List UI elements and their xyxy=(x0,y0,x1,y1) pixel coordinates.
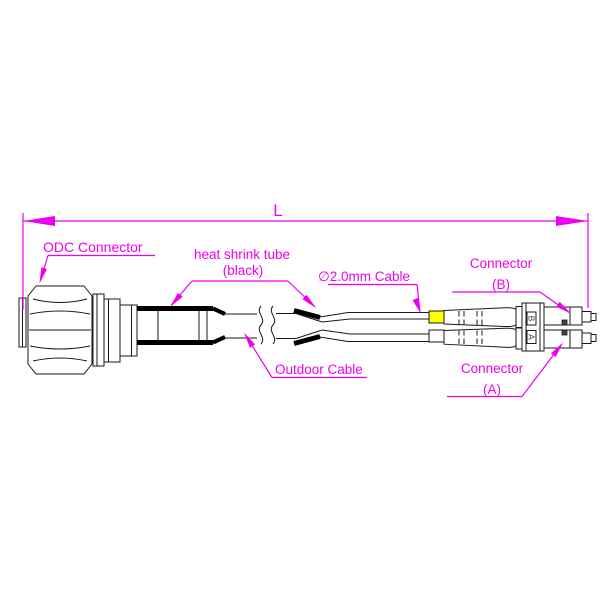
odc-knurl-line xyxy=(32,357,88,362)
yellow-boot-segment xyxy=(428,310,445,324)
label-cable-2mm: ∅2.0mm Cable xyxy=(318,269,410,284)
heat-shrink-top-bar xyxy=(137,306,213,311)
heat-shrink-tube-drawing xyxy=(137,306,226,345)
label-heat-shrink-line1: heat shrink tube xyxy=(194,247,290,262)
fiber-cables-drawing xyxy=(319,310,445,343)
boot-bottom-drawing xyxy=(443,327,523,350)
odc-step1 xyxy=(103,298,121,363)
lc-connector-b-drawing xyxy=(543,306,597,326)
arrowhead-connector-a xyxy=(550,342,563,357)
fiber-bottom-edge xyxy=(321,329,429,335)
lc-connector-a-drawing xyxy=(543,329,597,349)
clip-marker-b: B xyxy=(527,316,537,322)
odc-connector-drawing xyxy=(18,285,138,375)
odc-knurl-line xyxy=(32,298,88,303)
funnel-top xyxy=(295,313,323,323)
funnel-bottom xyxy=(295,329,323,339)
arrowhead-heat-shrink-right xyxy=(302,294,316,308)
boot-top-cap xyxy=(515,306,523,328)
clip-marker-box-b xyxy=(526,311,537,326)
fiber-bottom-edge xyxy=(319,336,429,342)
fanout-shrink-bottom xyxy=(293,334,321,346)
duplex-clip-drawing: B A xyxy=(521,302,545,352)
connector-b-latch xyxy=(561,319,568,326)
connector-a-tip xyxy=(590,334,597,342)
fiber-top-edge xyxy=(319,312,429,318)
fanout-shrink-top xyxy=(293,308,321,320)
label-outdoor-cable: Outdoor Cable xyxy=(275,362,363,377)
arrowhead-cable-2mm xyxy=(412,297,421,314)
arrowhead-odc xyxy=(39,267,47,284)
break-wave-left xyxy=(258,305,264,345)
label-heat-shrink-line2: (black) xyxy=(223,263,264,278)
fiber-top-edge xyxy=(321,318,429,323)
clip-marker-a: A xyxy=(527,334,537,340)
arrowhead-outdoor-cable xyxy=(244,332,255,348)
boot-bottom-body xyxy=(443,327,517,348)
callout-outdoor-cable: Outdoor Cable xyxy=(244,332,367,379)
connector-a-ferrule xyxy=(581,332,592,344)
boot-bottom-cap xyxy=(515,327,523,350)
callout-connector-a: Connector (A) xyxy=(447,342,563,398)
connector-b-ferrule xyxy=(581,311,592,323)
odc-step2 xyxy=(119,304,138,357)
shrink-taper-top xyxy=(212,306,226,316)
odc-collar xyxy=(92,293,105,367)
label-connector-b-line2: (B) xyxy=(492,277,510,292)
label-connector-a-line2: (A) xyxy=(483,382,501,397)
outdoor-cable-drawing xyxy=(225,305,296,345)
odc-knurl-line xyxy=(29,345,91,350)
arrowhead-connector-b xyxy=(556,301,571,314)
boot-top-body xyxy=(443,307,517,328)
dimension-l: L xyxy=(22,201,589,310)
dimension-arrow-right xyxy=(556,216,588,226)
odc-knurl-line xyxy=(29,310,91,315)
fanout-drawing xyxy=(293,308,323,346)
clip-marker-box-a xyxy=(526,330,537,344)
arrowhead-heat-shrink-left xyxy=(170,292,183,307)
callout-heat-shrink: heat shrink tube (black) xyxy=(170,247,316,308)
label-connector-a-line1: Connector xyxy=(461,361,524,376)
callout-connector-b: Connector (B) xyxy=(452,256,571,314)
boot-top-drawing xyxy=(443,306,523,328)
connector-b-tip xyxy=(590,313,597,321)
connector-a-latch xyxy=(561,329,568,336)
dimension-label-l: L xyxy=(273,201,282,220)
label-odc-connector: ODC Connector xyxy=(43,239,143,255)
shrink-taper-bottom xyxy=(212,335,226,345)
label-connector-b-line1: Connector xyxy=(470,256,533,271)
dimension-arrow-left xyxy=(23,216,55,226)
heat-shrink-bottom-bar xyxy=(137,340,213,345)
white-boot-segment xyxy=(428,329,445,343)
callout-cable-2mm: ∅2.0mm Cable xyxy=(318,269,421,314)
break-wave-right xyxy=(270,305,276,345)
callout-odc-connector: ODC Connector xyxy=(39,239,155,284)
